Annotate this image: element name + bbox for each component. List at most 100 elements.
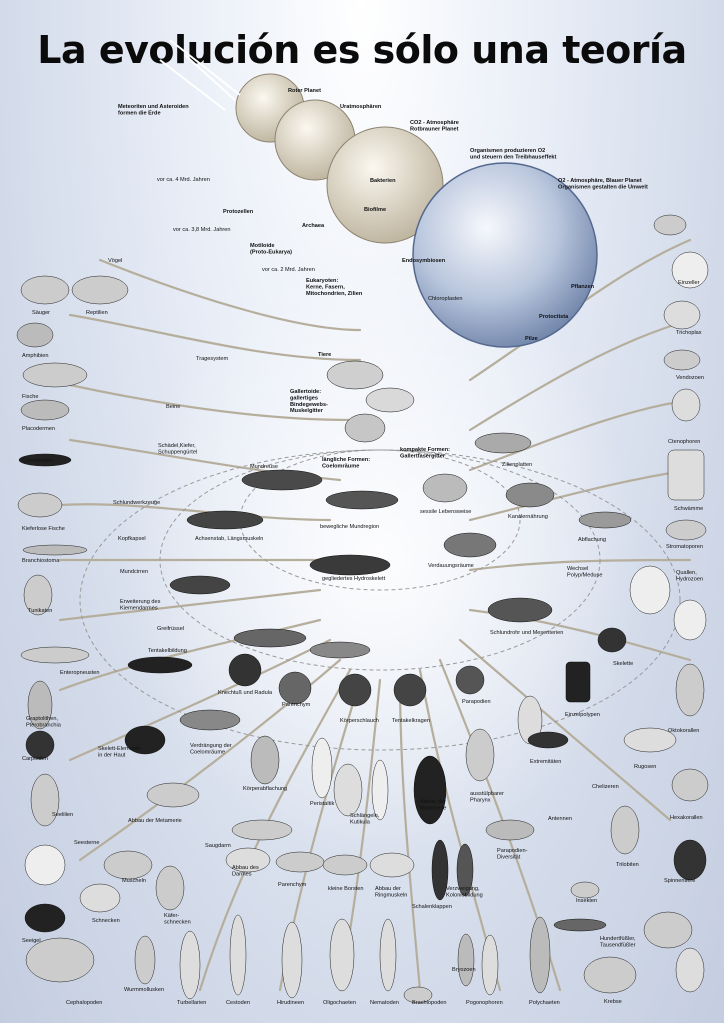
label-center-bewegliche-mundregion: bewegliche Mundregion: [320, 524, 379, 530]
label-center-schlaengeln: Schlängeln,Kutikula: [350, 813, 380, 825]
label-right-oktokorallen: Oktokorallen: [668, 728, 699, 734]
label-left-reptilien: Reptilien: [86, 310, 108, 316]
label-center-saugdarm: Saugdarm: [205, 843, 231, 849]
blue-planet: [412, 162, 598, 348]
label-center-koerperschlauch: Körperschlauch: [340, 718, 379, 724]
label-top-protoctista: Protoctista: [539, 314, 569, 320]
label-left-fische: Fische: [22, 394, 38, 400]
label-center-laengliche: längliche Formen:Coelomräume: [322, 457, 370, 469]
label-top-uratmosphaere: Uratmosphären: [340, 104, 382, 110]
label-right-schwaemme: Schwämme: [674, 506, 703, 512]
label-left-conodonten: Conodonten: [22, 458, 52, 464]
label-center-parapodien-div: Parapodien-Diversität: [497, 848, 528, 860]
label-bottom-oligochaeten: Oligochaeten: [323, 1000, 356, 1006]
label-left-carpoiden: Carpoiden: [22, 756, 48, 762]
label-center-abflachung: Abflachung: [578, 537, 606, 543]
label-left-muscheln: Muscheln: [122, 878, 146, 884]
label-center-parenchym2: Parenchym: [278, 882, 307, 888]
label-left-placodermen: Placodermen: [22, 426, 55, 432]
label-top-roter-planet: Roter Planet: [288, 88, 321, 94]
label-right-rugosen: Rugosen: [634, 764, 656, 770]
meteor-streaks: [159, 39, 241, 111]
label-right-krebse: Krebse: [604, 999, 622, 1005]
label-center-kleine-borsten: kleine Borsten: [328, 886, 363, 892]
label-right-spinnentiere: Spinnentiere: [664, 878, 695, 884]
label-top-protozellen: Protozellen: [223, 209, 254, 215]
label-center-tentakelbildung: Tentakelbildung: [148, 648, 187, 654]
label-center-kompakte: kompakte Formen:Gallertfasergitter: [400, 447, 450, 459]
label-right-ctenophoren: Ctenophoren: [668, 439, 700, 445]
label-top-pilze: Pilze: [525, 336, 538, 342]
label-center-abbau-metamerie2: Abbau der Metamerie: [128, 818, 182, 824]
label-left-schnecken: Schnecken: [92, 918, 120, 924]
label-center-verdauungsraeume: Verdauungsräume: [428, 563, 474, 569]
label-center-schlundwerkzeuge: Schlundwerkzeuge: [113, 500, 160, 506]
label-top-chloroplasten: Chloroplasten: [428, 296, 463, 302]
label-center-greifruessel: Greifrüssel: [157, 626, 184, 632]
label-left-amphibien: Amphibien: [22, 353, 48, 359]
label-right-quallen: Quallen,Hydrozoen: [676, 570, 703, 582]
label-center-sessile: sessile Lebensweise: [420, 509, 471, 515]
label-center-chelizeren: Chelizeren: [592, 784, 619, 790]
label-right-insekten: Insekten: [576, 898, 597, 904]
label-left-enteropneusten: Enteropneusten: [60, 670, 100, 676]
label-center-zilienplatten: Zilienplatten: [502, 462, 532, 468]
label-bottom-pogonophoren: Pogonophoren: [466, 1000, 503, 1006]
label-center-beine: Beine: [166, 404, 180, 410]
poster-title: La evolución es sólo una teoría: [37, 28, 687, 72]
label-left-voegel: Vögel: [108, 258, 122, 264]
label-bottom-brachiopoden: Brachiopoden: [412, 1000, 447, 1006]
worm-shape: [241, 469, 323, 491]
label-center-mundcirren: Mundcirren: [120, 569, 148, 575]
label-bottom-bryozoen: Bryozoen: [452, 967, 476, 973]
label-bottom-nematoden: Nematoden: [370, 1000, 399, 1006]
label-top-t4: vor ca. 4 Mrd. Jahren: [157, 177, 210, 183]
label-left-saeuger: Säuger: [32, 310, 50, 316]
label-center-peristaltik: Peristaltik: [310, 801, 334, 807]
label-center-extremitaeten: Extremitäten: [530, 759, 561, 765]
label-left-kaefer: Käfer-schnecken: [164, 913, 191, 925]
label-right-hundertfuessler: Hundertfüßler,Tausendfüßler: [600, 936, 636, 948]
label-center-schlundrohr: Schlundrohr und Mesenterien: [490, 630, 563, 636]
label-center-parenchym1: Parenchym: [282, 702, 311, 708]
label-top-biofilme: Biofilme: [364, 207, 386, 213]
label-bottom-hirudineen: Hirudineen: [277, 1000, 304, 1006]
label-left-tunikaten: Tunikaten: [28, 608, 52, 614]
label-center-kanalernaehrung: Kanalernährung: [508, 514, 548, 520]
gallertoid-shape: [326, 360, 384, 390]
label-center-koerperabflachung: Körperabflachung: [243, 786, 287, 792]
label-top-eukaryoten: Eukaryoten:Kerne, Fasern,Mitochondrien, …: [306, 278, 363, 297]
label-right-einzeller: Einzeller: [678, 280, 700, 286]
label-center-schaedel: Schädel,Kiefer,Schuppengürtel: [158, 443, 197, 455]
label-top-t2: vor ca. 2 Mrd. Jahren: [262, 267, 315, 273]
label-center-kopfkapsel: Kopfkapsel: [118, 536, 146, 542]
label-top-t38: vor ca. 3,8 Mrd. Jahren: [173, 227, 231, 233]
label-right-trichoplax: Trichoplax: [676, 330, 702, 336]
label-top-pflanzen: Pflanzen: [571, 284, 595, 290]
label-left-seelilien: Seelilien: [52, 812, 73, 818]
label-left-seeigel: Seeigel: [22, 938, 41, 944]
label-left-wurmmollusken: Wurmmollusken: [124, 987, 164, 993]
label-center-tragesystem: Tragesystem: [196, 356, 228, 362]
label-top-bakterien: Bakterien: [370, 178, 396, 184]
label-center-achsenstab: Achsenstab, Längsmuskeln: [195, 536, 263, 542]
label-top-archaea: Archaea: [302, 223, 325, 229]
label-center-einzelpolypen: Einzelpolypen: [565, 712, 600, 718]
organism-silhouettes: [16, 214, 709, 1004]
label-center-mundreuse: Mundreuse: [250, 464, 278, 470]
